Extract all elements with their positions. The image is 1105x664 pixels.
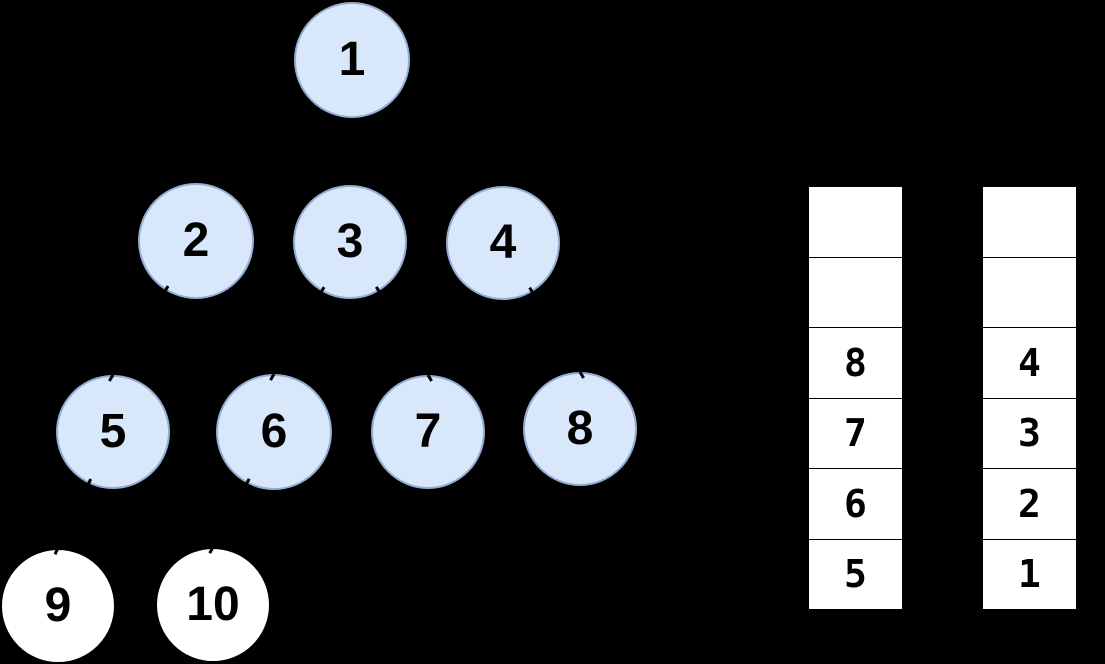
tree-node-5[interactable]: 5 [56,375,170,489]
stack-left-cell-5[interactable]: 5 [808,538,903,610]
tree-node-label: 3 [336,215,364,268]
tree-node-6[interactable]: 6 [216,374,332,490]
tree-node-label: 7 [414,405,442,458]
tree-node-3[interactable]: 3 [293,185,407,299]
tree-node-10[interactable]: 10 [155,547,271,663]
stack-cell-value: 1 [1018,552,1041,597]
stack-left-cell-0[interactable] [808,186,903,258]
stack-right-cell-3[interactable]: 3 [982,397,1077,469]
tree-node-label: 5 [99,405,127,458]
stack-left-cell-4[interactable]: 6 [808,468,903,540]
stack-cell-value: 5 [844,552,867,597]
stack-cell-value: 3 [1018,411,1041,456]
stack-cell-value: 2 [1018,481,1041,526]
tree-node-label: 4 [489,216,517,269]
stack-cell-value: 6 [844,481,867,526]
stack-right-cell-5[interactable]: 1 [982,538,1077,610]
stack-right-cell-1[interactable] [982,256,1077,328]
tree-node-9[interactable]: 9 [0,548,116,664]
stack-cell-value: 7 [844,411,867,456]
tree-node-2[interactable]: 2 [138,183,254,299]
tree-node-1[interactable]: 1 [294,2,410,118]
tree-node-4[interactable]: 4 [446,186,560,300]
tree-node-label: 10 [186,578,240,631]
tree-node-label: 1 [338,33,366,86]
stack-left-cell-2[interactable]: 8 [808,327,903,399]
stack-right-cell-2[interactable]: 4 [982,327,1077,399]
tree-node-label: 2 [182,214,210,267]
stack-right-cell-0[interactable] [982,186,1077,258]
stack-right-cell-4[interactable]: 2 [982,468,1077,540]
tree-node-8[interactable]: 8 [523,372,637,486]
tree-node-label: 9 [44,579,72,632]
stack-left-cell-3[interactable]: 7 [808,397,903,469]
stack-left-cell-1[interactable] [808,256,903,328]
tree-node-label: 6 [260,405,288,458]
stack-cell-value: 4 [1018,340,1041,385]
stack-cell-value: 8 [844,340,867,385]
tree-node-label: 8 [566,402,594,455]
